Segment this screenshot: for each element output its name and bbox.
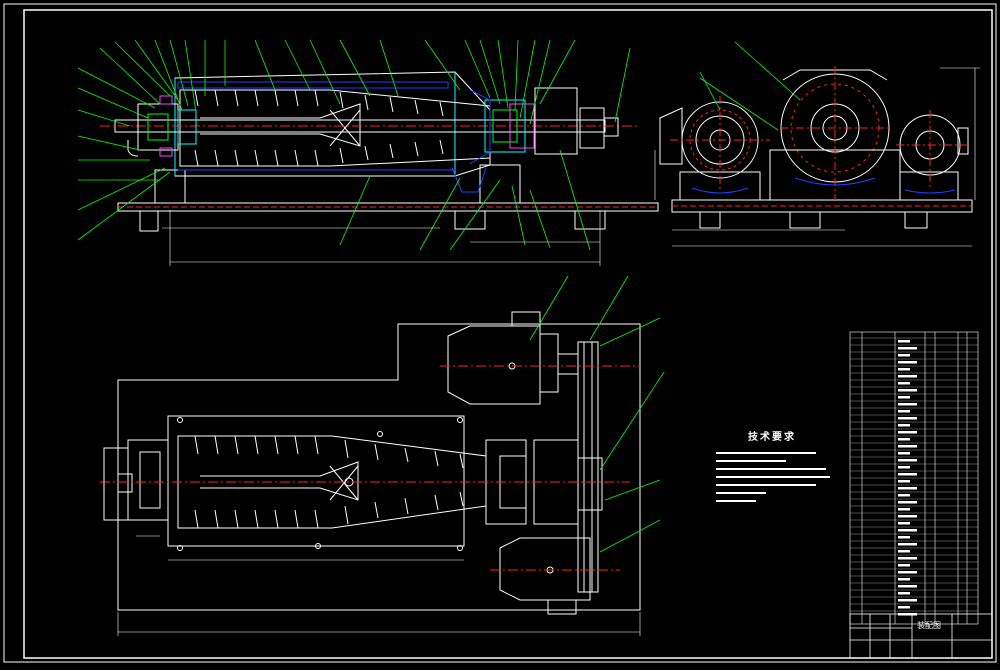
outer-border (3, 3, 997, 663)
drum-body (179, 89, 491, 167)
parts-row-entry (898, 459, 917, 462)
parts-row-entry (898, 354, 910, 357)
top-screw-flights (194, 435, 464, 529)
side-view-leaders (699, 41, 801, 131)
left-bearing (137, 95, 197, 157)
parts-row-entry (898, 592, 910, 595)
parts-row-entry (898, 585, 917, 588)
parts-row-entry (898, 417, 917, 420)
title-block (849, 613, 993, 659)
parts-row-entry (898, 536, 910, 539)
tech-requirements-notes (716, 452, 830, 502)
parts-row-entry (898, 571, 917, 574)
inner-border (23, 9, 993, 659)
parts-row-entry (898, 361, 917, 364)
parts-row-entry (898, 508, 910, 511)
side-view (659, 66, 973, 229)
parts-row-entry (898, 452, 910, 455)
parts-row-entry (898, 564, 910, 567)
front-view (100, 71, 659, 232)
parts-row-entry (898, 375, 917, 378)
pulley (579, 107, 605, 149)
front-view-leaders (77, 39, 631, 251)
parts-row-entry (898, 389, 917, 392)
parts-row-entry (898, 487, 917, 490)
parts-row-entry (898, 340, 910, 343)
side-view-dimensions (654, 67, 980, 247)
top-upper-motor (447, 311, 579, 405)
top-view-leaders (529, 275, 665, 553)
parts-row-entry (898, 550, 910, 553)
parts-row-entry (898, 396, 910, 399)
parts-row-entry (898, 515, 917, 518)
parts-list-table (849, 331, 979, 625)
title-block-drawing-name: 装配图 (917, 621, 941, 630)
parts-row-entry (898, 382, 910, 385)
parts-row-entry (898, 494, 910, 497)
top-view (100, 311, 641, 615)
parts-row-entry (898, 347, 917, 350)
parts-row-entry (898, 522, 910, 525)
parts-row-entry (898, 424, 910, 427)
parts-row-entry (898, 529, 917, 532)
parts-row-entry (898, 403, 917, 406)
parts-row-entry (898, 599, 917, 602)
parts-row-entry (898, 501, 917, 504)
belt-drive (577, 341, 599, 593)
parts-list-rows (850, 337, 978, 616)
top-mount-holes (177, 417, 463, 551)
parts-row-entry (898, 473, 917, 476)
right-bearing (469, 89, 535, 165)
gearbox (534, 87, 578, 155)
top-lower-motor (499, 537, 591, 615)
top-drum (177, 435, 487, 529)
screw-flights (194, 89, 444, 167)
front-view-dimensions (162, 210, 601, 266)
parts-row-entry (898, 410, 910, 413)
parts-row-entry (898, 543, 917, 546)
tech-requirements-title: 技术要求 (748, 432, 796, 443)
parts-row-entry (898, 466, 910, 469)
parts-row-entry (898, 557, 917, 560)
parts-row-entry (898, 578, 910, 581)
top-base-plate (117, 323, 641, 611)
parts-row-entry (898, 480, 910, 483)
parts-row-entry (898, 606, 910, 609)
top-view-dimensions (103, 448, 641, 636)
parts-row-entry (898, 445, 917, 448)
parts-row-entry (898, 368, 910, 371)
parts-row-entry (898, 431, 917, 434)
parts-row-entry (898, 438, 910, 441)
